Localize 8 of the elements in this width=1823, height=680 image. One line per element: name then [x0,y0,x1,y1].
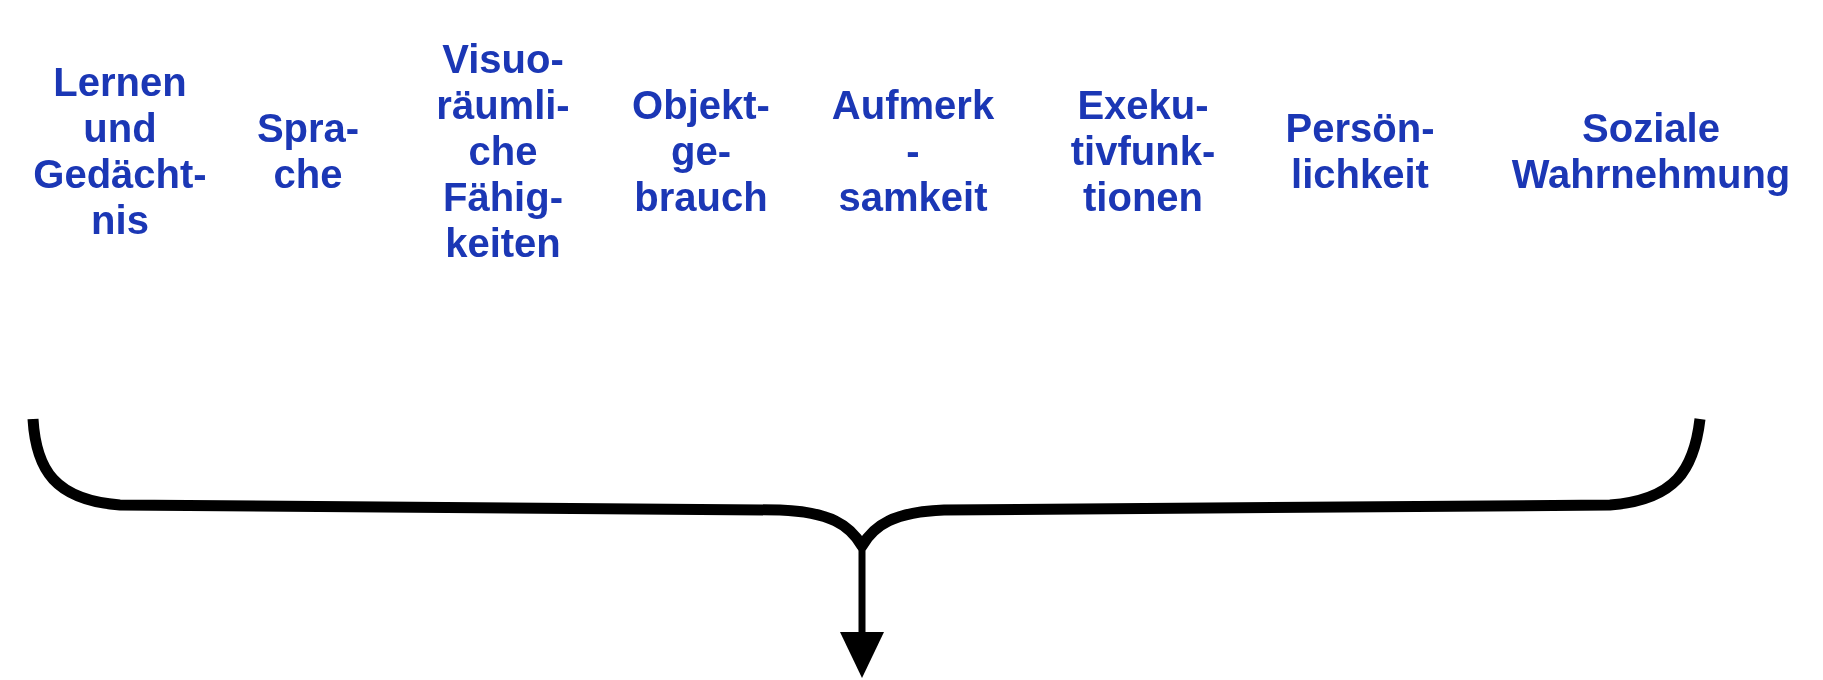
category-label: Objekt- ge- brauch [632,82,770,220]
category-label: Exeku- tivfunk- tionen [1070,82,1216,220]
category-label: Aufmerk -samkeit [831,82,995,220]
category-label: Visuo- räumli- che Fähig- keiten [436,36,570,266]
category-label: Spra- che [256,105,360,197]
category-label: Persön- lichkeit [1285,105,1435,197]
category-label: Lernen und Gedächt- nis [33,59,207,243]
category-label: Soziale Wahrnehmung [1511,105,1791,197]
